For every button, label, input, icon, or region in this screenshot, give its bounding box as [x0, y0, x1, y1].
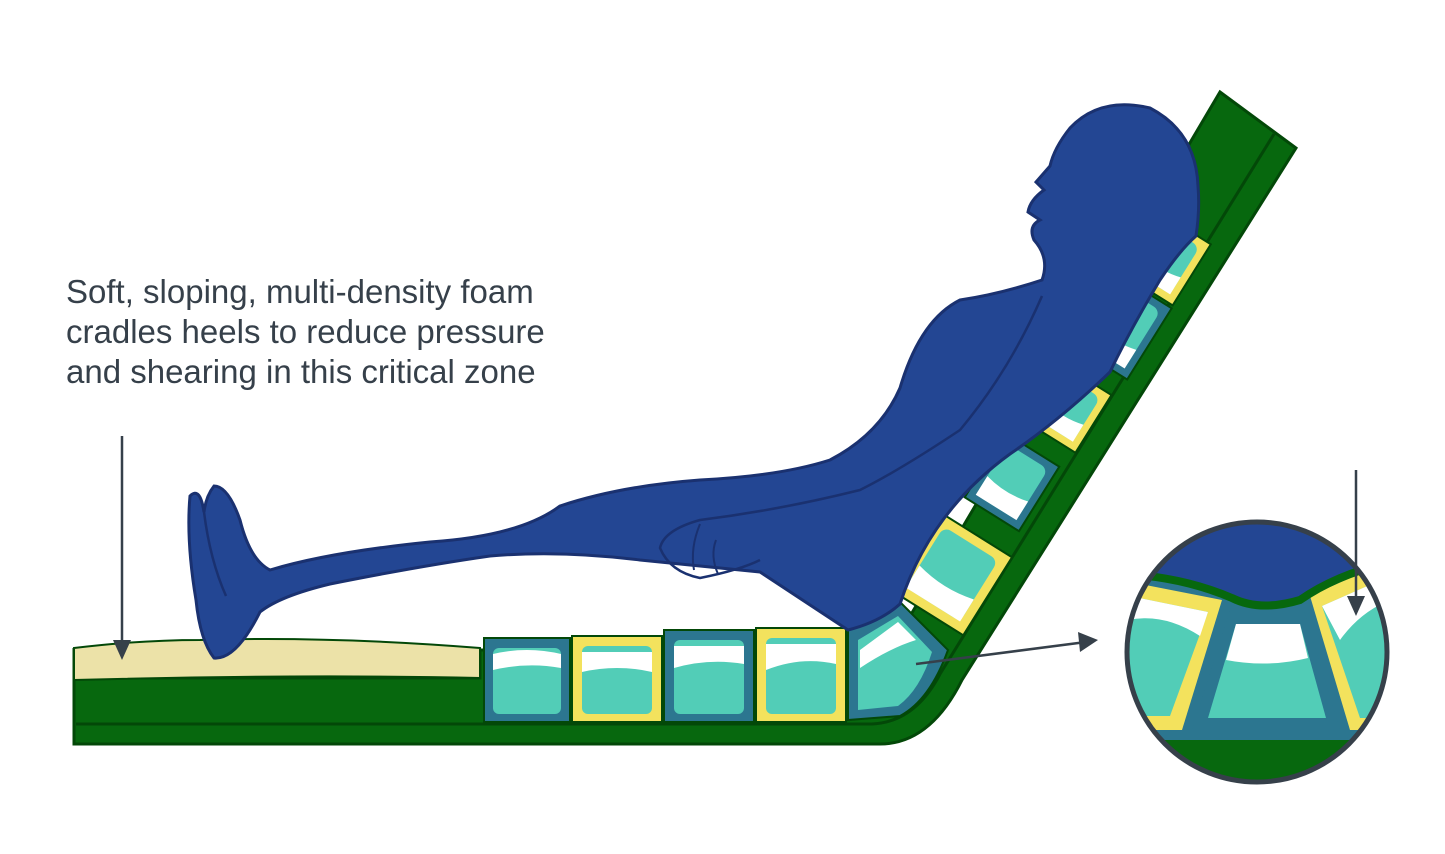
flat-cell [571, 635, 663, 723]
flat-cell [755, 627, 847, 723]
frame-edge-line [76, 133, 1276, 726]
flat-cell [663, 629, 755, 723]
caption-line: and shearing in this critical zone [66, 353, 536, 390]
caption-line: Soft, sloping, multi-density foam [66, 273, 534, 310]
curved-cell [847, 600, 950, 722]
flat-cells [483, 600, 950, 723]
patient-toes-line [202, 511, 228, 597]
caption-line: cradles heels to reduce pressure [66, 313, 545, 350]
patient-arm-line [658, 295, 1044, 580]
caption-text: Soft, sloping, multi-density foam cradle… [66, 272, 626, 392]
arrow-down-icon [113, 436, 131, 660]
arrow-down-icon [1347, 470, 1365, 616]
flat-cell [483, 637, 571, 723]
patient-hand-line [691, 523, 719, 575]
magnifier-circle-icon [1124, 519, 1390, 785]
arrow-right-icon [915, 632, 1098, 666]
heel-foam [73, 638, 481, 682]
